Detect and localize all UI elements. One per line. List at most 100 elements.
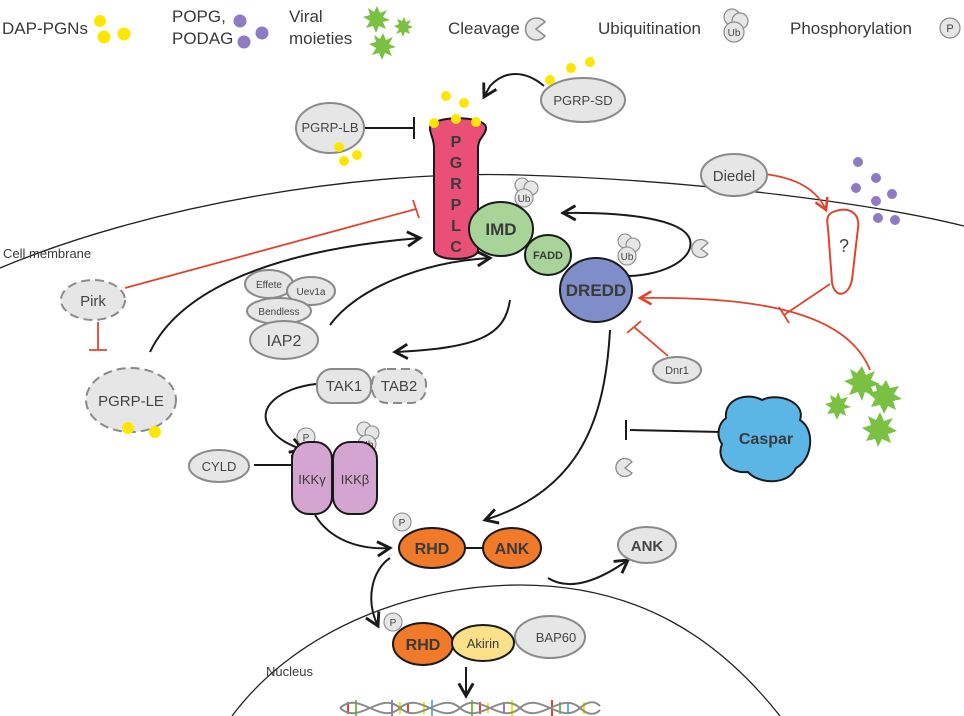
tab2-node: TAB2 <box>371 368 427 404</box>
legend-dap-pgns-label: DAP-PGNs <box>2 19 88 38</box>
legend-popg-label-2: PODAG <box>172 29 233 48</box>
svg-text:ANK: ANK <box>495 541 530 558</box>
svg-text:Dnr1: Dnr1 <box>665 365 689 377</box>
legend-cleavage-label: Cleavage <box>448 19 520 38</box>
svg-text:P: P <box>303 433 310 444</box>
svg-text:IAP2: IAP2 <box>267 333 302 350</box>
relish-p-icon: P <box>392 512 412 532</box>
viral-moiety-icon <box>363 6 413 60</box>
pgrp-sd-node: PGRP-SD <box>540 57 626 123</box>
arrow-dredd-to-imd <box>560 204 692 278</box>
red-regulation-arrows <box>124 173 871 371</box>
nucleus-label: Nucleus <box>266 664 313 679</box>
svg-text:CYLD: CYLD <box>202 459 237 474</box>
arrow-viral-to-dredd <box>637 290 871 371</box>
dredd-node: DREDD <box>559 257 633 323</box>
akirin-node: Akirin <box>451 624 515 662</box>
svg-text:Ub: Ub <box>728 28 741 39</box>
svg-text:RHD: RHD <box>415 541 450 558</box>
arrow-iap2-to-imd <box>329 250 493 326</box>
pgrp-lc-letter: C <box>450 239 462 256</box>
uev1a-node: Uev1a <box>286 276 336 306</box>
phosphate-icon: P <box>939 17 961 39</box>
imd-node: IMD <box>468 201 534 257</box>
cell-membrane-line <box>0 173 964 269</box>
svg-text:Diedel: Diedel <box>713 168 756 185</box>
bendless-node: Bendless <box>246 297 312 325</box>
svg-text:PGRP-SD: PGRP-SD <box>553 93 612 108</box>
tak1-node: TAK1 <box>316 368 372 404</box>
svg-text:ANK: ANK <box>631 538 664 555</box>
svg-text:PGRP-LE: PGRP-LE <box>98 393 164 410</box>
pgrp-lc-letter: P <box>451 134 462 151</box>
dap-pgn-icon <box>94 15 131 44</box>
nuclear-rhd-p-icon: P <box>383 612 403 632</box>
nucleus-membrane-line <box>231 584 781 716</box>
rhd-node: RHD <box>398 527 466 569</box>
effete-node: Effete <box>244 269 294 299</box>
pgrp-le-node: PGRP-LE <box>85 367 177 438</box>
inhibit-pirk-pgrplc <box>124 208 417 289</box>
cell-membrane-label: Cell membrane <box>3 246 91 261</box>
inhibit-dnr1-dredd <box>633 326 669 357</box>
caspar-node: Caspar <box>717 395 812 483</box>
dredd-ub-icon: Ub <box>617 233 641 266</box>
fadd-node: FADD <box>524 234 572 276</box>
unknown-receptor-node: ? <box>826 208 860 295</box>
pgrp-lc-letter: G <box>450 155 462 172</box>
cleavage-icon-ank <box>615 457 633 478</box>
cleavage-icon <box>524 17 547 41</box>
svg-text:P: P <box>390 618 397 629</box>
svg-text:DREDD: DREDD <box>566 281 626 300</box>
iap2-node: IAP2 <box>249 320 319 360</box>
svg-text:IMD: IMD <box>485 220 516 239</box>
dna-double-helix <box>339 700 601 716</box>
arrow-dredd-to-ank <box>482 329 611 525</box>
pgrp-lb-node: PGRP-LB <box>295 102 365 166</box>
legend-viral-label-1: Viral <box>289 7 323 26</box>
arrow-pgrpsd-to-pgrplc <box>482 73 545 100</box>
ank-cleaved-node: ANK <box>617 526 677 564</box>
svg-text:Akirin: Akirin <box>467 636 500 651</box>
legend-popg-label-1: POPG, <box>172 7 226 26</box>
imd-ub-icon: Ub <box>514 177 539 208</box>
legend-phosphorylation-label: Phosphorylation <box>790 19 912 38</box>
svg-text:Pirk: Pirk <box>80 293 106 310</box>
pgrp-lc-letter: R <box>450 176 462 193</box>
svg-text:Ub: Ub <box>621 252 634 263</box>
svg-text:?: ? <box>839 236 849 256</box>
svg-text:Caspar: Caspar <box>739 431 793 448</box>
cleavage-icon-dredd <box>691 238 709 259</box>
ikk-beta-node: IKKβ <box>332 441 378 515</box>
dnr1-node: Dnr1 <box>652 356 702 384</box>
svg-text:Uev1a: Uev1a <box>297 287 326 298</box>
arrow-tak1-to-ikk <box>264 383 317 454</box>
ubiquitin-icon: Ub <box>723 8 749 43</box>
pgrp-lc-label: P G R P L C <box>450 134 462 256</box>
legend-viral-label-2: moieties <box>289 29 352 48</box>
popg-podag-icon <box>233 14 269 49</box>
svg-text:TAB2: TAB2 <box>381 378 417 395</box>
nuclear-rhd-node: RHD <box>392 622 454 666</box>
arrow-pgrple-to-pgrplc <box>149 230 423 353</box>
arrow-imd-to-tak1 <box>392 299 511 360</box>
arrow-diedel-to-receptor <box>763 173 829 213</box>
ank-node: ANK <box>482 527 542 569</box>
pgrp-lc-letter: L <box>451 218 461 235</box>
svg-text:Bendless: Bendless <box>258 307 299 318</box>
arrow-ikk-to-rhd <box>314 514 393 558</box>
cyld-node: CYLD <box>188 449 250 483</box>
legend-ubiquitination-label: Ubiquitination <box>598 19 701 38</box>
svg-text:Effete: Effete <box>256 280 282 291</box>
svg-text:FADD: FADD <box>533 250 563 262</box>
svg-text:BAP60: BAP60 <box>536 630 576 645</box>
diedel-node: Diedel <box>700 153 768 197</box>
svg-text:TAK1: TAK1 <box>326 378 362 395</box>
svg-text:IKKβ: IKKβ <box>341 472 369 487</box>
svg-text:RHD: RHD <box>406 637 441 654</box>
pgrp-lc-letter: P <box>451 197 462 214</box>
bap60-node: BAP60 <box>514 615 586 659</box>
svg-text:IKKγ: IKKγ <box>298 472 326 487</box>
arrow-ank-cleaved <box>547 558 631 586</box>
